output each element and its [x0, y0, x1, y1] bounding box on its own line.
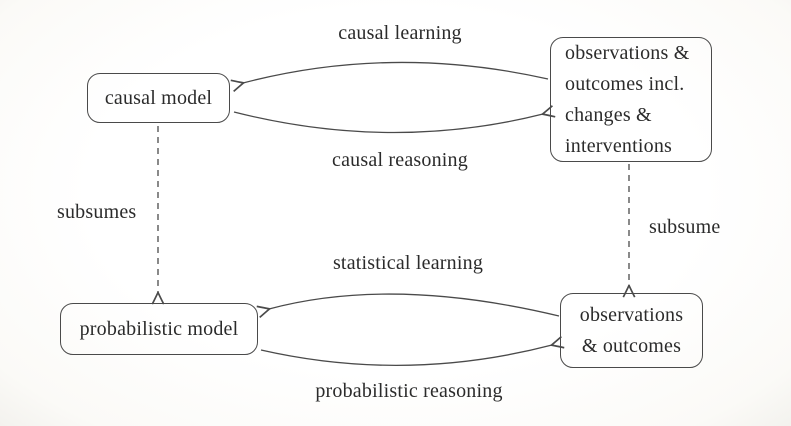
- observations-outcomes-label: observations & outcomes: [580, 300, 684, 362]
- probabilistic-model-label: probabilistic model: [79, 317, 239, 340]
- subsume-label: subsume: [649, 216, 721, 238]
- node-text-line: outcomes incl.: [565, 72, 685, 95]
- causal-learning-label: causal learning: [338, 22, 462, 44]
- probabilistic-model-node: probabilistic model: [60, 303, 258, 355]
- node-text-line: & outcomes: [581, 334, 682, 357]
- causal-reasoning-label: causal reasoning: [332, 149, 468, 171]
- statistical-learning-label: statistical learning: [332, 252, 484, 274]
- causal-reasoning-arrow: [233, 112, 543, 134]
- probabilistic-reasoning-label: probabilistic reasoning: [315, 380, 503, 402]
- observations-interventions-label: observations & outcomes incl. changes & …: [565, 38, 689, 162]
- observations-outcomes-node: observations & outcomes: [560, 293, 703, 368]
- probabilistic-reasoning-arrow: [260, 345, 552, 366]
- node-text-line: interventions: [565, 134, 673, 157]
- causal-model-label: causal model: [104, 86, 213, 109]
- observations-interventions-node: observations & outcomes incl. changes & …: [550, 37, 712, 162]
- node-text-line: changes &: [565, 103, 652, 126]
- node-text-line: observations &: [565, 41, 690, 64]
- causal-model-node: causal model: [87, 73, 230, 123]
- causal-learning-arrow: [243, 61, 549, 83]
- statistical-learning-arrow: [269, 293, 560, 316]
- node-text-line: observations: [579, 303, 684, 326]
- subsumes-label: subsumes: [57, 201, 137, 223]
